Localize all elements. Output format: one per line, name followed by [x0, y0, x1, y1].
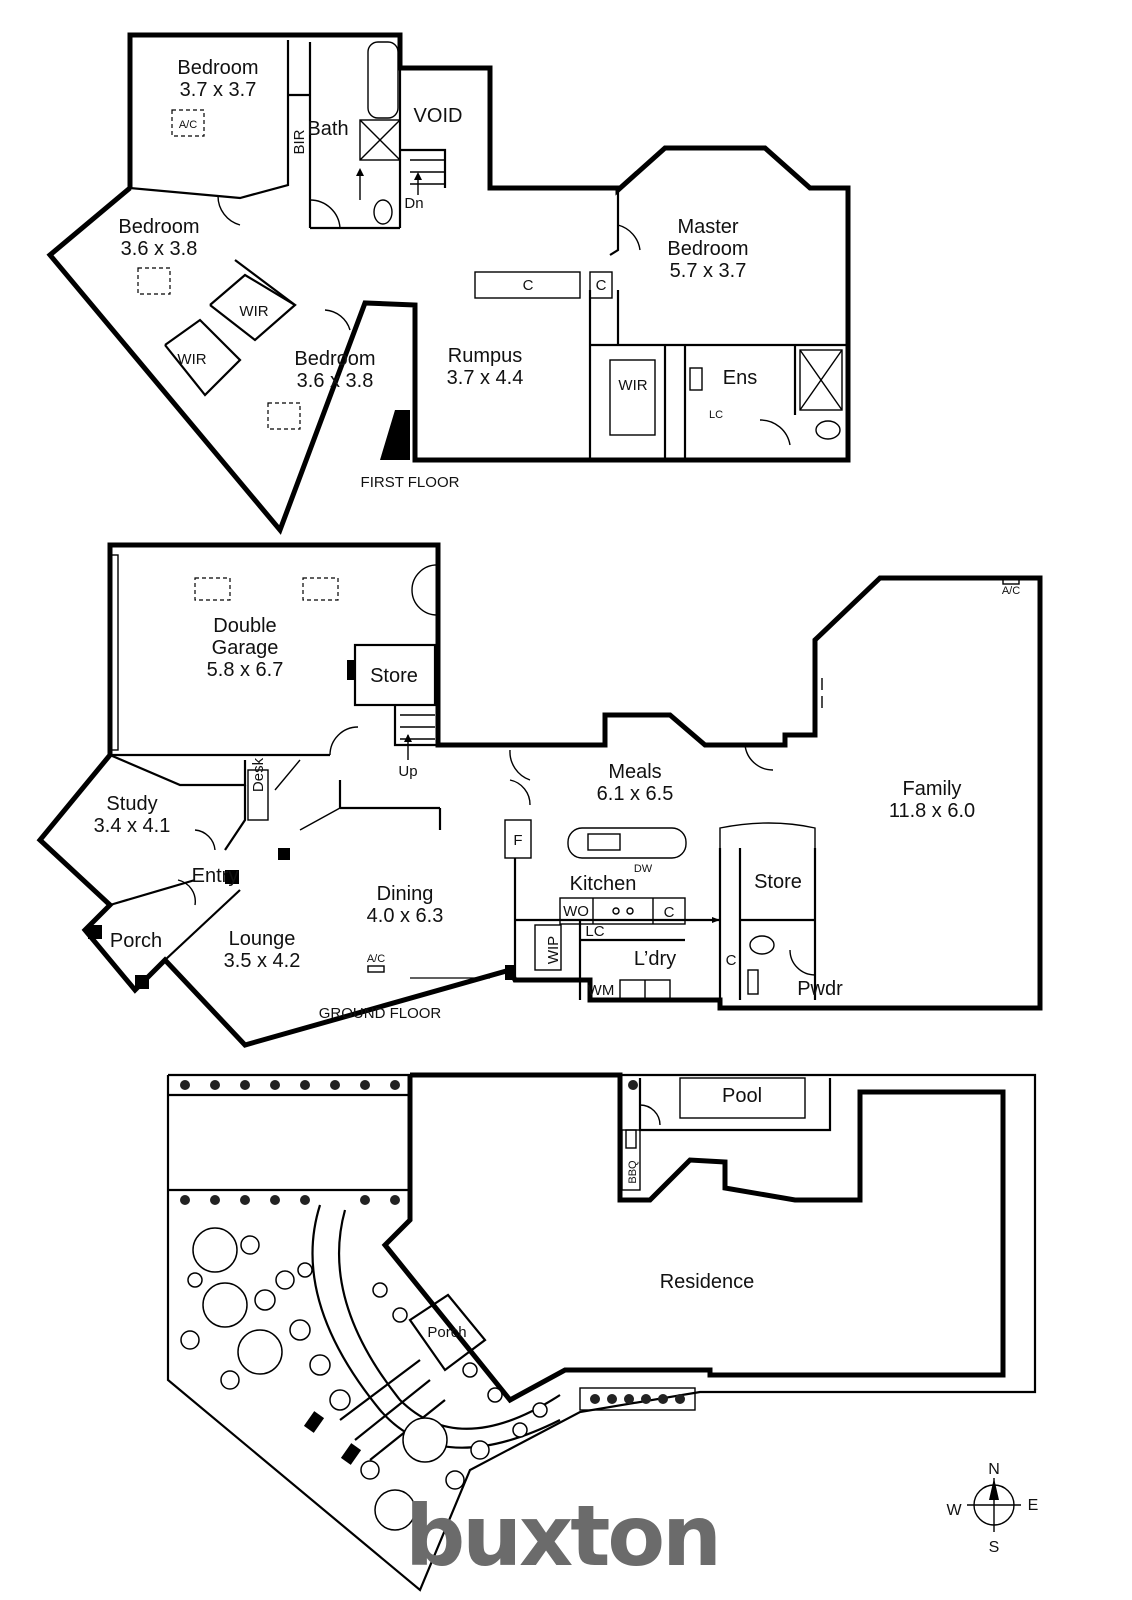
first-floor-plan: Bedroom 3.7 x 3.7 A/C Bedroom 3.6 x 3.8 …	[46, 32, 851, 535]
label-wir-b: WIR	[177, 351, 206, 368]
room-size-garage: 5.8 x 6.7	[207, 659, 284, 681]
label-porch-ground: Porch	[110, 930, 162, 952]
room-name-garage-2: Garage	[212, 637, 279, 659]
label-c-kitchen: C	[664, 904, 675, 921]
room-name-dining: Dining	[377, 883, 434, 905]
label-wip: WIP	[545, 936, 562, 964]
room-name-master-1: Master	[677, 216, 738, 238]
room-size-master: 5.7 x 3.7	[670, 260, 747, 282]
room-size-rumpus: 3.7 x 4.4	[447, 367, 524, 389]
label-bir: BIR	[291, 129, 308, 154]
room-name-master-2: Bedroom	[667, 238, 748, 260]
compass: N E S W	[946, 1461, 1038, 1556]
ac-label-dining: A/C	[367, 953, 385, 965]
ground-floor-plan: Double Garage 5.8 x 6.7 Store Up Desk St…	[36, 542, 1043, 1048]
room-size-study: 3.4 x 4.1	[94, 815, 171, 837]
label-bath: Bath	[307, 118, 348, 140]
compass-west: W	[946, 1502, 962, 1519]
label-dn: Dn	[404, 195, 423, 212]
label-wir-master: WIR	[618, 377, 647, 394]
label-up: Up	[398, 763, 417, 780]
hedge-top	[180, 1080, 638, 1205]
brand-logo: buxton	[405, 1487, 719, 1585]
label-lc-first: LC	[709, 409, 723, 421]
room-size-dining: 4.0 x 6.3	[367, 905, 444, 927]
room-size-bedroom-3: 3.6 x 3.8	[297, 370, 374, 392]
room-name-study: Study	[106, 793, 157, 815]
room-size-meals: 6.1 x 6.5	[597, 783, 674, 805]
label-desk: Desk	[250, 757, 267, 792]
label-pwdr: Pwdr	[797, 978, 843, 1000]
room-size-lounge: 3.5 x 4.2	[224, 950, 301, 972]
label-c-2: C	[596, 277, 607, 294]
label-c-1: C	[523, 277, 534, 294]
label-first-floor: FIRST FLOOR	[361, 474, 460, 491]
label-store-garage: Store	[370, 665, 418, 687]
ac-label-bedroom-1: A/C	[179, 119, 197, 131]
room-name-meals: Meals	[608, 761, 661, 783]
hedge-bed	[590, 1394, 685, 1404]
label-wm: WM	[588, 982, 615, 999]
garden-trees	[180, 1227, 548, 1531]
label-kitchen: Kitchen	[570, 873, 637, 895]
label-dishwasher: DW	[634, 863, 653, 875]
site-plan: Pool BBQ Residence Porch	[166, 1072, 1037, 1592]
room-size-bedroom-2: 3.6 x 3.8	[121, 238, 198, 260]
room-name-lounge: Lounge	[229, 928, 296, 950]
label-pool: Pool	[722, 1085, 762, 1107]
label-c-laundry: C	[726, 952, 737, 969]
label-residence: Residence	[660, 1271, 755, 1293]
room-size-bedroom-1: 3.7 x 3.7	[180, 79, 257, 101]
label-fridge: F	[513, 832, 522, 849]
label-wir-a: WIR	[239, 303, 268, 320]
ac-label-family: A/C	[1002, 585, 1020, 597]
room-name-bedroom-1: Bedroom	[177, 57, 258, 79]
room-name-bedroom-3: Bedroom	[294, 348, 375, 370]
label-store-kitchen: Store	[754, 871, 802, 893]
label-porch-site: Porch	[427, 1324, 466, 1341]
label-void: VOID	[414, 105, 463, 127]
room-name-rumpus: Rumpus	[448, 345, 522, 367]
label-bbq: BBQ	[627, 1160, 639, 1184]
label-wall-oven: WO	[563, 903, 589, 920]
compass-north: N	[988, 1461, 1000, 1478]
room-name-bedroom-2: Bedroom	[118, 216, 199, 238]
label-ensuite: Ens	[723, 367, 757, 389]
label-entry: Entry	[192, 865, 239, 887]
compass-south: S	[989, 1539, 1000, 1556]
label-ground-floor: GROUND FLOOR	[319, 1005, 442, 1022]
compass-east: E	[1028, 1497, 1039, 1514]
label-lc-ground: LC	[585, 923, 604, 940]
room-name-family: Family	[903, 778, 962, 800]
room-name-garage-1: Double	[213, 615, 276, 637]
label-laundry: L’dry	[634, 948, 676, 970]
room-size-family: 11.8 x 6.0	[889, 800, 975, 822]
